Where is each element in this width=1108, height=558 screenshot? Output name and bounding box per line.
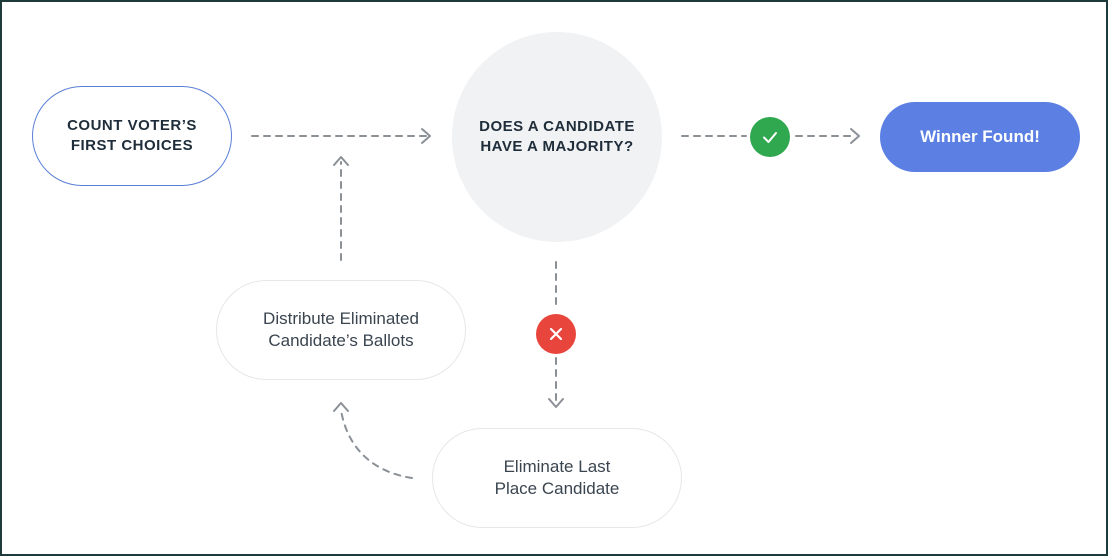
connector-eliminate-to-distribute (340, 409, 413, 479)
eliminate-candidate-label: Eliminate Last Place Candidate (494, 457, 620, 498)
arrowhead-down-eliminate (548, 398, 564, 408)
count-first-choices-node: COUNT VOTER’S FIRST CHOICES (32, 86, 232, 186)
majority-question-label: DOES A CANDIDATE HAVE A MAJORITY? (479, 118, 635, 155)
no-badge (536, 314, 576, 354)
check-icon (763, 132, 777, 143)
arrowhead-up-distribute (333, 402, 349, 412)
eliminate-candidate-node: Eliminate Last Place Candidate (432, 428, 682, 528)
winner-found-node: Winner Found! (880, 102, 1080, 172)
distribute-ballots-node: Distribute Eliminated Candidate’s Ballot… (216, 280, 466, 380)
arrowhead-right-winner (850, 128, 860, 144)
winner-found-label: Winner Found! (920, 127, 1040, 146)
arrowhead-right-question (421, 128, 431, 144)
x-icon (549, 327, 563, 341)
distribute-ballots-label: Distribute Eliminated Candidate’s Ballot… (263, 309, 419, 350)
yes-badge (750, 117, 790, 157)
arrowhead-up-top (333, 156, 349, 166)
majority-question-node: DOES A CANDIDATE HAVE A MAJORITY? (452, 32, 662, 242)
count-first-choices-label: COUNT VOTER’S FIRST CHOICES (67, 117, 197, 154)
